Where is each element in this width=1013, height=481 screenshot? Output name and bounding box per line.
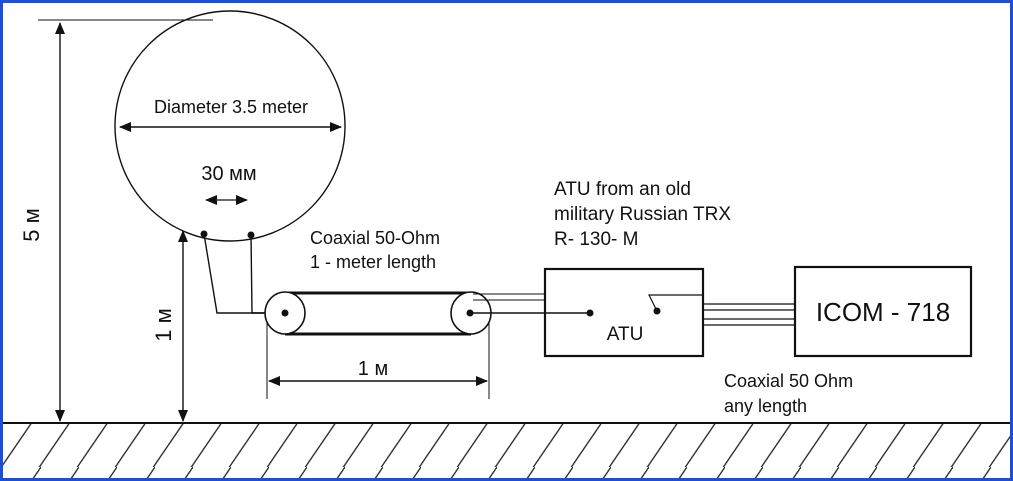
- ground: [3, 422, 1010, 478]
- height-feed-label: 1 м: [151, 308, 176, 341]
- radio-box: [793, 265, 973, 358]
- atu-output-wire: [648, 294, 703, 312]
- loop-antenna: [114, 10, 346, 242]
- coax1-label-line1: Coaxial 50-Ohm: [310, 228, 440, 248]
- atu-desc-line2: military Russian TRX: [554, 204, 731, 225]
- gap-label: 30 мм: [201, 163, 256, 185]
- loop-antenna-diagram: 5 м 1 м Diameter 3.5 meter 30 мм Coaxial…: [3, 10, 1010, 478]
- coax-cable-any-length: [703, 303, 795, 326]
- radio-box-label: ICOM - 718: [816, 297, 950, 327]
- atu-output-point: [653, 307, 661, 315]
- diameter-label: Diameter 3.5 meter: [154, 97, 308, 117]
- height-total-label: 5 м: [19, 208, 44, 241]
- atu-input-point: [586, 309, 594, 317]
- coax2-label-line1: Coaxial 50 Ohm: [724, 371, 853, 391]
- atu-box-label: ATU: [607, 324, 644, 345]
- coax2-label-line2: any length: [724, 396, 807, 416]
- coax-cable-1m: [264, 291, 492, 336]
- atu-desc-line3: R- 130- M: [554, 229, 638, 250]
- coax1-label-line2: 1 - meter length: [310, 252, 436, 272]
- atu-desc-line1: ATU from an old: [554, 179, 691, 200]
- coax-length-label: 1 м: [358, 358, 388, 380]
